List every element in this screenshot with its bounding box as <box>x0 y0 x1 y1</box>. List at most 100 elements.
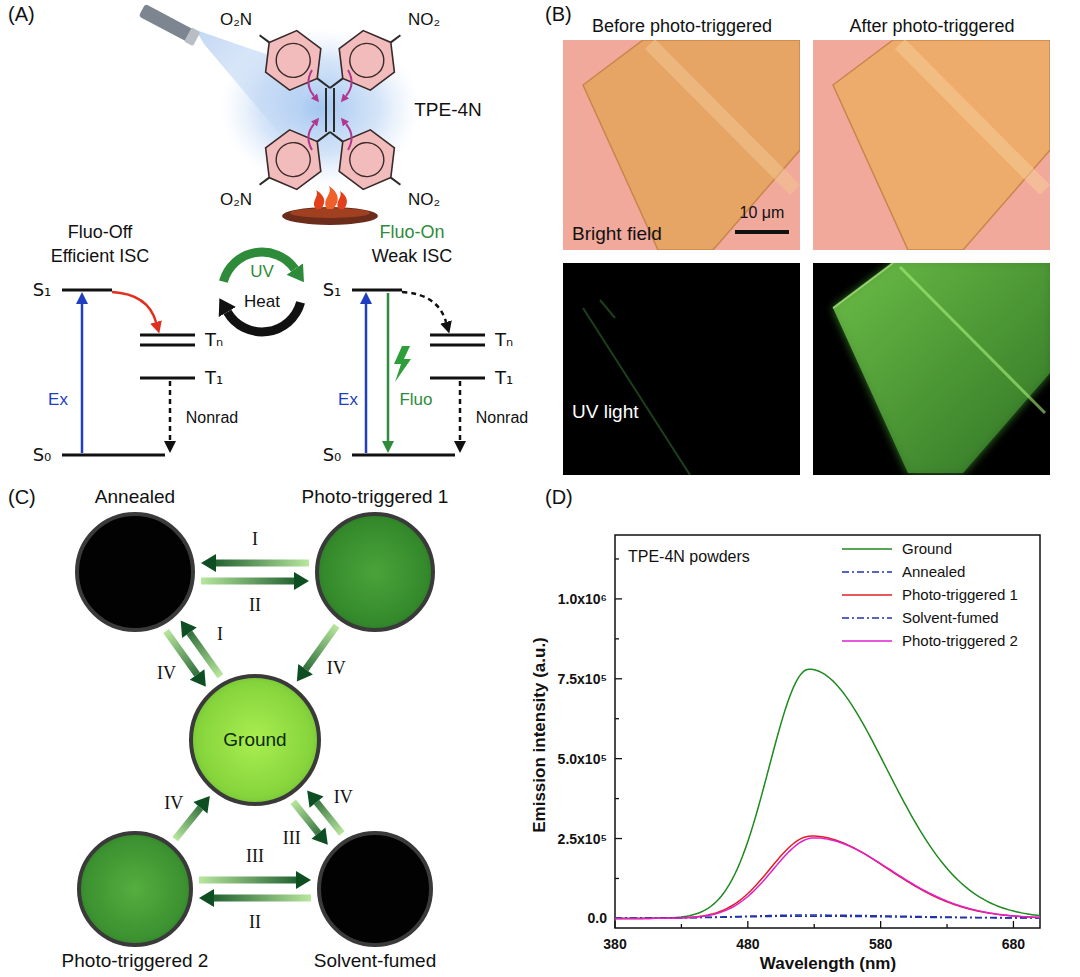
transition-arrow <box>402 292 446 322</box>
energy-level-label: S₀ <box>33 445 52 466</box>
step-number: IV <box>332 787 355 808</box>
state-title: Fluo-Off <box>68 222 133 243</box>
step-number: II <box>247 912 263 933</box>
legend-sample <box>842 589 892 601</box>
micrograph <box>600 300 615 318</box>
rotation-arrow <box>346 124 352 150</box>
energy-level <box>352 454 455 457</box>
axis-tick-label: 7.5x10⁵ <box>558 671 607 687</box>
step-number: III <box>244 846 266 867</box>
molecule-bonds <box>325 88 327 132</box>
image-label: Bright field <box>572 223 662 245</box>
arrow-shaft <box>216 560 309 567</box>
transition-arrow <box>199 871 311 889</box>
energy-level-label: S₁ <box>33 280 52 301</box>
energy-level <box>62 454 165 457</box>
axis-ticks <box>615 638 619 639</box>
step-number: I <box>215 624 225 645</box>
sample-disc: Annealed <box>75 512 195 632</box>
sample-name: Solvent-fumed <box>314 950 437 972</box>
transition-arrow <box>81 304 84 453</box>
energy-level-label: Tₙ <box>205 330 223 351</box>
energy-level <box>430 344 485 347</box>
transition-arrow <box>199 889 311 907</box>
axis-ticks <box>1013 921 1014 928</box>
axis-tick-label: 1.0x10⁶ <box>558 591 607 607</box>
legend-line <box>842 548 892 550</box>
molecule-bonds <box>317 78 330 88</box>
sample-disc: Ground <box>189 674 321 806</box>
energy-level <box>62 290 485 455</box>
phenyl-ring <box>327 121 406 199</box>
light-pen <box>138 3 200 46</box>
step-number: II <box>247 595 263 616</box>
transition-arrow <box>82 292 460 453</box>
state-note: Efficient ISC <box>51 246 150 267</box>
energy-level <box>430 377 485 380</box>
panel-letter: (A) <box>8 3 35 26</box>
phenyl-ring <box>254 22 333 100</box>
transition-label: Nonrad <box>476 409 528 427</box>
legend-sample <box>842 566 892 578</box>
legend-line <box>842 640 892 642</box>
chart-note: TPE-4N powders <box>628 548 750 566</box>
legend-line <box>842 594 892 596</box>
panel-letter: (C) <box>8 486 36 509</box>
legend-sample <box>842 635 892 647</box>
axis-ticks <box>615 558 619 559</box>
transition-label: Ex <box>338 390 358 410</box>
legend-text: Photo-triggered 1 <box>902 586 1018 603</box>
legend-text: Ground <box>902 540 952 557</box>
axis-ticks <box>615 718 619 719</box>
state-title: Fluo-On <box>379 222 444 243</box>
nitro-group: O₂N <box>220 10 252 30</box>
axis-ticks <box>615 559 1013 928</box>
axis-ticks <box>880 921 881 928</box>
step-number: IV <box>325 657 348 678</box>
micrograph <box>833 263 893 308</box>
transition-label: Nonrad <box>186 409 238 427</box>
axis-ticks <box>946 924 947 928</box>
arrow-head <box>307 790 323 807</box>
axis-ticks <box>814 924 815 928</box>
step-number: III <box>281 828 303 849</box>
state-note: Weak ISC <box>372 246 453 267</box>
rotation-arrow <box>308 70 314 96</box>
micrograph <box>813 263 1050 475</box>
switch-cycle <box>223 252 300 332</box>
axis-title: Emission intensity (a.u.) <box>530 637 550 833</box>
energy-level <box>140 377 195 380</box>
molecule-bonds <box>260 178 270 185</box>
sample-disc: Photo-triggered 2 <box>77 831 193 947</box>
axis-tick-label: 0.0 <box>588 910 607 926</box>
micrograph <box>583 308 690 475</box>
light-pen <box>139 4 195 43</box>
phenyl-ring <box>254 121 333 199</box>
heater <box>282 186 378 225</box>
energy-level <box>430 334 485 337</box>
axis-ticks <box>747 921 748 928</box>
axis-tick-label: 680 <box>1002 936 1025 952</box>
micrograph <box>833 263 1050 473</box>
phenyl-ring <box>327 22 406 100</box>
axis-tick-label: 2.5x10⁵ <box>558 830 607 846</box>
molecule-bonds <box>391 35 401 42</box>
axis-tick-label: 480 <box>736 936 759 952</box>
axis-tick-label: 5.0x10⁵ <box>558 751 607 767</box>
axis-ticks <box>615 678 622 679</box>
plot-frame <box>615 535 1040 928</box>
transition-arrow <box>459 381 462 441</box>
legend-sample <box>842 543 892 555</box>
scale-bar <box>735 230 789 234</box>
micrograph <box>563 40 800 250</box>
transition-label: Ex <box>48 390 68 410</box>
micrograph <box>813 40 1050 250</box>
micrograph <box>583 40 800 250</box>
axis-title: Wavelength (nm) <box>760 954 896 974</box>
micrograph <box>813 263 1050 475</box>
axis-ticks <box>614 921 615 928</box>
legend-entry: Ground <box>842 537 1018 560</box>
molecule-bonds <box>260 35 270 42</box>
legend-line <box>842 617 892 619</box>
